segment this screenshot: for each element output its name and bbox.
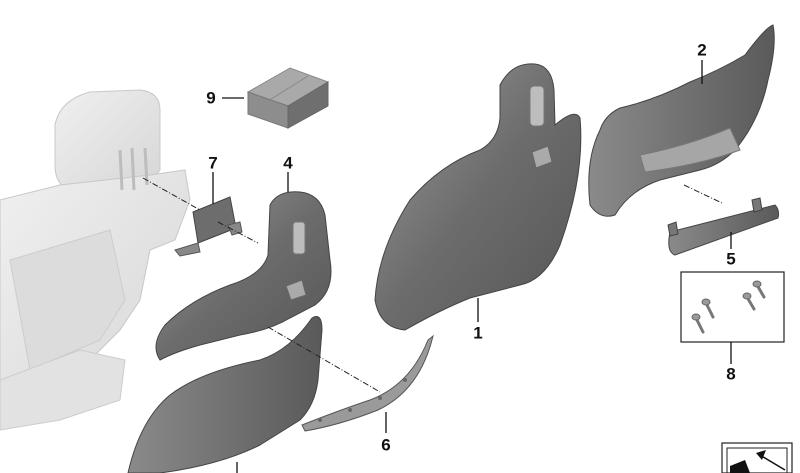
callout-4: 4: [283, 153, 293, 173]
part-1-backrest-panel[interactable]: [374, 63, 582, 331]
part-4-side-panel-upper[interactable]: [155, 191, 332, 361]
part-8-screw-set[interactable]: [680, 271, 785, 343]
part-2-side-panel-right[interactable]: [588, 24, 775, 217]
part-5-trim-strip[interactable]: [667, 197, 780, 256]
context-seat: [0, 89, 191, 431]
part-6-bracket[interactable]: [174, 196, 243, 257]
callout-1: 1: [473, 323, 483, 343]
callout-9: 9: [206, 88, 216, 108]
callout-7: 6: [381, 435, 391, 455]
callout-2: 2: [697, 40, 707, 60]
callout-6: 7: [208, 153, 218, 173]
callout-5: 5: [726, 249, 736, 269]
part-9-box[interactable]: [246, 67, 330, 129]
assembly-lines: [142, 177, 723, 393]
callout-8: 8: [726, 364, 736, 384]
direction-arrow-icon[interactable]: [721, 442, 793, 473]
part-7-retaining-rail[interactable]: [301, 334, 434, 432]
